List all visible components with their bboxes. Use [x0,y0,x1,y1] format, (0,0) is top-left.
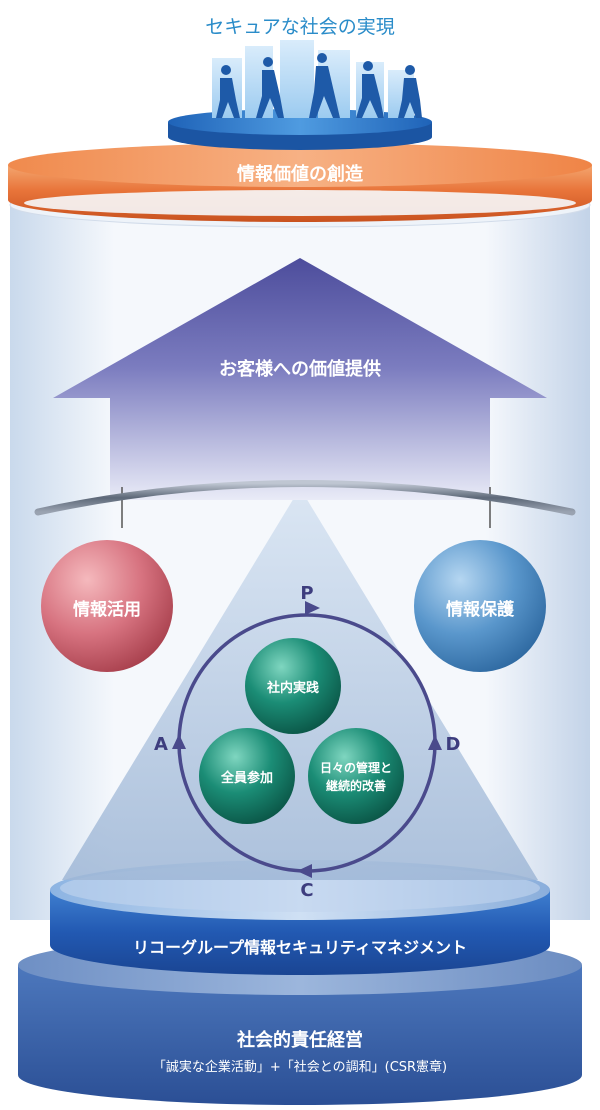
inner-sphere-management [308,728,404,824]
base-title: 社会的責任経営 [237,1030,363,1051]
inner-left-label: 全員参加 [220,771,273,786]
inner-right-label-line1: 日々の管理と [319,761,392,775]
people-icon [216,53,422,118]
value-arrow [53,258,547,500]
pdca-d-label: D [445,734,461,755]
pdca-a-label: A [154,734,168,755]
middle-ring-label: リコーグループ情報セキュリティマネジメント [132,938,468,957]
info-protect-sphere [414,540,546,672]
inner-sphere-participation [199,728,295,824]
top-ring [8,143,592,222]
arrow-label: お客様への価値提供 [219,359,381,380]
pdca-cycle [172,601,442,878]
pdca-p-label: P [300,583,314,604]
pdca-c-label: C [300,880,314,901]
inner-top-label: 社内実践 [266,681,319,696]
right-sphere-label: 情報保護 [446,600,514,620]
left-sphere-label: 情報活用 [73,600,141,620]
balance-bar [34,480,576,528]
inner-right-label-line2: 継続的改善 [325,779,386,793]
top-ring-label: 情報価値の創造 [237,164,363,185]
info-use-sphere [41,540,173,672]
inner-sphere-practice [245,638,341,734]
base-subtitle: 「誠実な企業活動」+「社会との調和」(CSR憲章) [152,1060,448,1075]
goal-title: セキュアな社会の実現 [205,16,395,38]
